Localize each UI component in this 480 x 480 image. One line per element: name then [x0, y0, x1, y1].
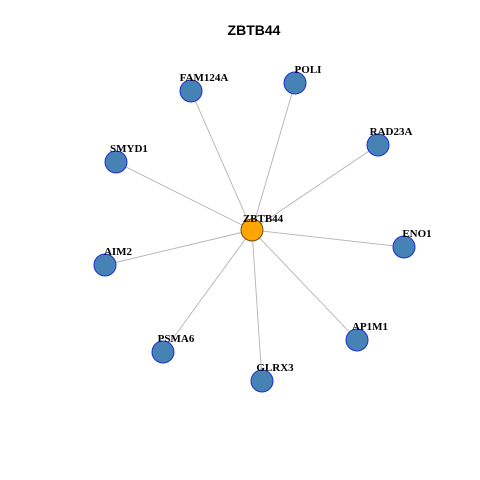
node-rad23a [366, 133, 390, 157]
node-smyd1 [104, 150, 128, 174]
label-psma6: PSMA6 [158, 333, 195, 345]
edge-zbtb44-poli [251, 82, 296, 231]
node-poli [283, 71, 307, 95]
node-psma6 [151, 340, 175, 364]
label-smyd1: SMYD1 [110, 143, 148, 155]
label-aim2: AIM2 [104, 246, 133, 258]
diagram-title: ZBTB44 [228, 22, 281, 38]
node-glrx3 [250, 369, 274, 393]
edge-zbtb44-ap1m1 [251, 229, 358, 341]
edge-zbtb44-fam124a [190, 90, 253, 231]
label-poli: POLI [295, 64, 322, 76]
edges-layer [104, 82, 405, 382]
label-ap1m1: AP1M1 [352, 321, 388, 333]
label-fam124a: FAM124A [180, 72, 229, 84]
node-ap1m1 [345, 328, 369, 352]
nodes-layer [93, 71, 416, 393]
edge-zbtb44-rad23a [251, 144, 379, 231]
node-fam124a [179, 79, 203, 103]
edge-zbtb44-aim2 [104, 229, 253, 266]
node-aim2 [93, 253, 117, 277]
label-zbtb44-hub: ZBTB44 [243, 213, 284, 225]
edge-zbtb44-smyd1 [115, 161, 253, 231]
label-rad23a: RAD23A [370, 126, 413, 138]
label-eno1: ENO1 [402, 228, 431, 240]
edge-zbtb44-eno1 [251, 229, 405, 248]
edge-zbtb44-glrx3 [251, 229, 263, 382]
label-glrx3: GLRX3 [256, 362, 294, 374]
edge-zbtb44-psma6 [162, 229, 253, 353]
node-eno1 [392, 235, 416, 259]
node-zbtb44-hub [240, 218, 264, 242]
labels-layer: FAM124A POLI RAD23A SMYD1ENO1AIM2AP1M1PSMA6… [104, 64, 432, 374]
